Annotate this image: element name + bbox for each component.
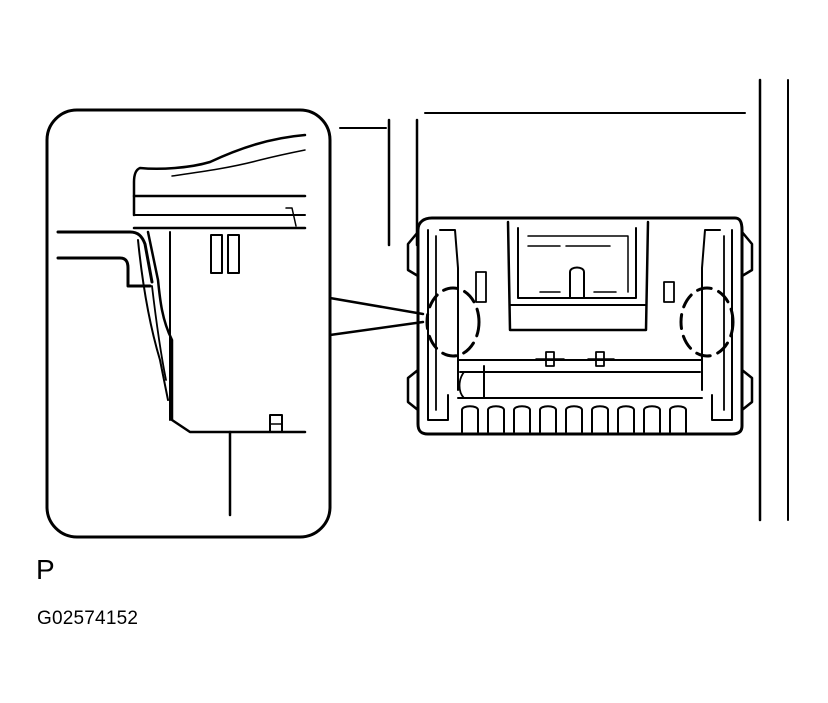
view-label: P [36, 554, 55, 585]
zoom-detail-box [45, 108, 332, 539]
zoom-callout-pointer [328, 296, 425, 337]
main-connector [406, 216, 754, 436]
panel-lines [339, 78, 789, 522]
figure-code: G02574152 [37, 608, 139, 629]
lock-claw-markers [425, 286, 735, 358]
